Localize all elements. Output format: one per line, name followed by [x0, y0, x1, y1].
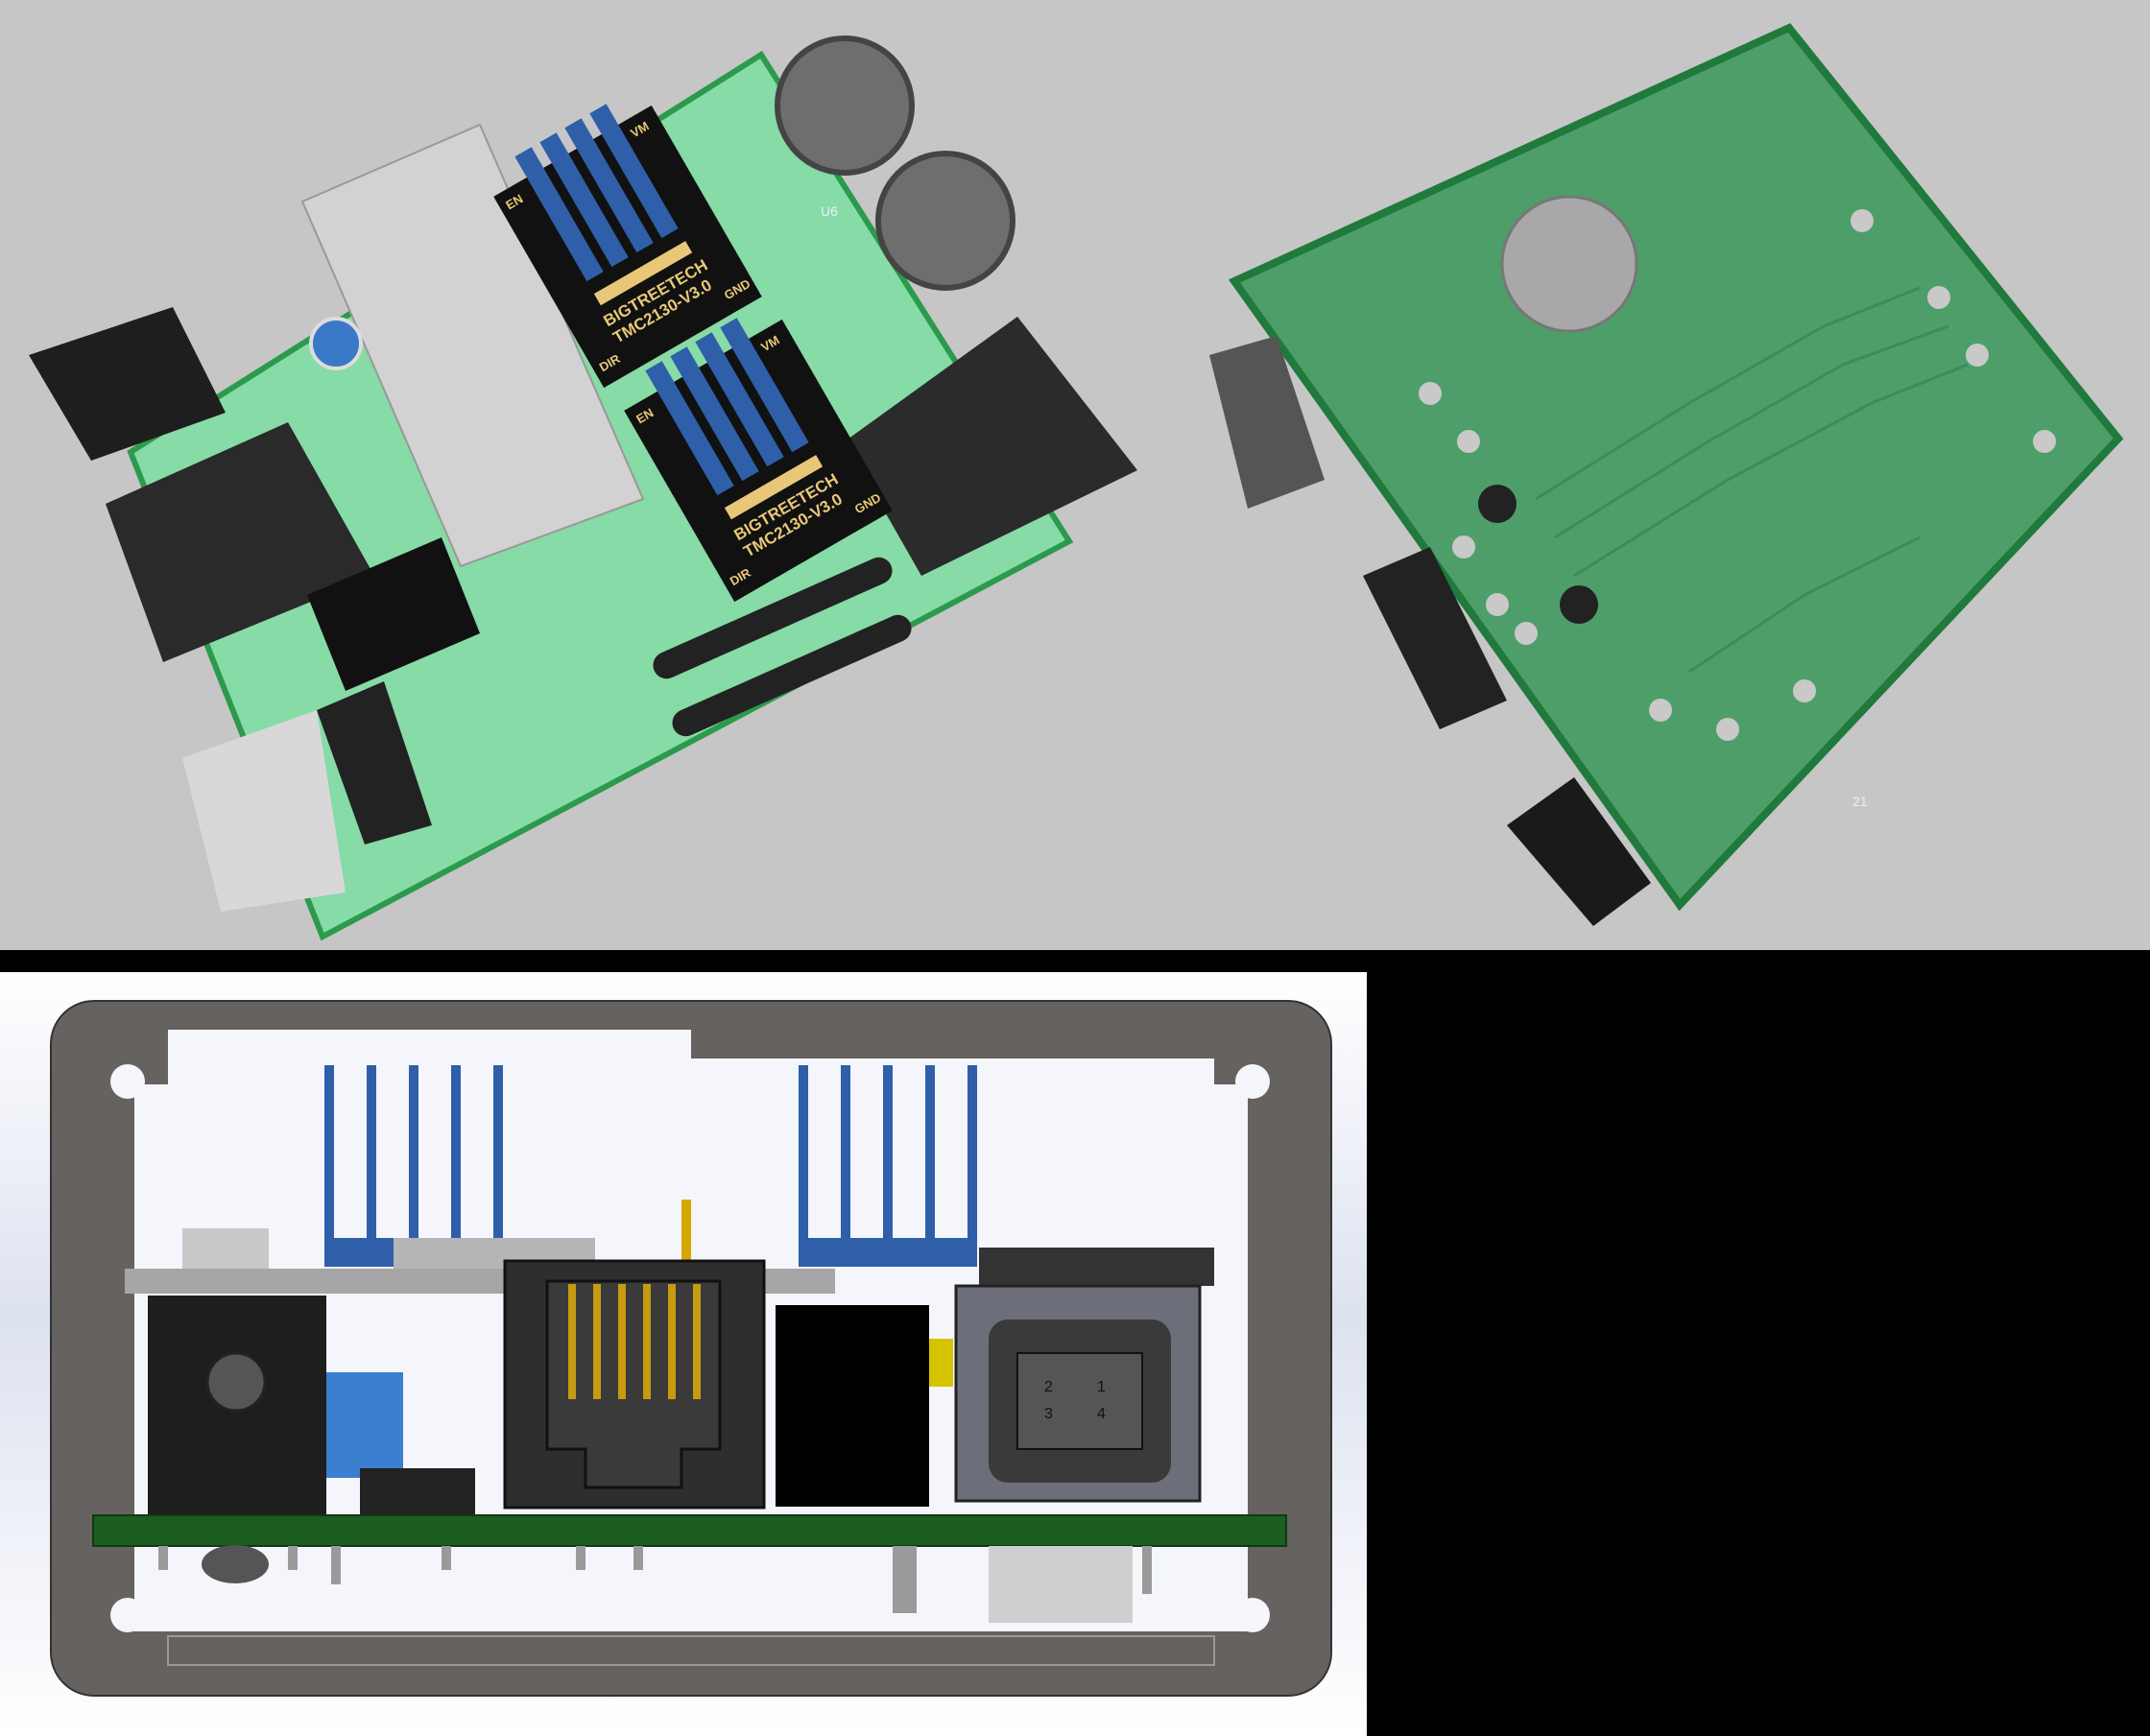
- heatsink: [514, 104, 679, 282]
- usb-pin-3-label: 3: [1044, 1406, 1053, 1422]
- heatsink: [645, 318, 809, 496]
- usb-connector: [317, 681, 432, 844]
- mounting-slot: [672, 614, 912, 737]
- bottom-component: [202, 1545, 269, 1583]
- rj-contacts: [568, 1284, 701, 1399]
- wifi-module: [300, 123, 645, 568]
- dc-jack-edge: [1507, 777, 1651, 926]
- pcb-bottom-view: 21: [1209, 23, 2124, 926]
- stepper-driver-1: BIGTREETECH TMC2130-V3.0 EN DIR GND VM: [493, 104, 762, 389]
- copper-traces: [1535, 286, 1969, 674]
- black-component: [307, 537, 480, 691]
- usb-pin-4-label: 4: [1097, 1406, 1106, 1422]
- enclosure-section-view: 2 1 3 4: [0, 972, 1367, 1736]
- usb-bottom-shell: [989, 1546, 1133, 1623]
- connector-edge: [1363, 547, 1507, 729]
- header-pin: [681, 1200, 691, 1276]
- heatsink-right: [799, 1065, 977, 1267]
- rj-socket: [545, 1279, 722, 1489]
- screw-channel: [1235, 1598, 1270, 1632]
- switch-body: [360, 1468, 475, 1516]
- coin-cell-holder: [1500, 195, 1638, 333]
- usb-top-shell: [979, 1248, 1214, 1286]
- yellow-part: [929, 1339, 953, 1387]
- din-connector: [775, 36, 915, 176]
- rj-connector-edge: [1209, 336, 1325, 509]
- silk-label-u6: U6: [821, 203, 838, 219]
- usb-pin-2-label: 2: [1044, 1379, 1053, 1395]
- capacitor: [309, 317, 363, 370]
- pcb-top-view: U6 BIGTREETECH TMC2130-V3.0 EN DIR GND V…: [29, 36, 1137, 941]
- silk-label-21: 21: [1852, 794, 1868, 809]
- pcb-edge: [92, 1514, 1287, 1547]
- silk-bar: [724, 455, 824, 520]
- dc-jack: [29, 307, 226, 461]
- mounting-hole: [1560, 585, 1598, 624]
- enclosure-bottom-rail: [167, 1635, 1215, 1666]
- silk-bar: [593, 241, 693, 306]
- rj-connector-left: [106, 422, 374, 662]
- dc-jack-pin: [205, 1351, 267, 1413]
- stepper-driver-2: BIGTREETECH TMC2130-V3.0 EN DIR GND VM: [624, 318, 893, 603]
- solder-pads: [1419, 209, 2056, 741]
- screw-channel: [1235, 1064, 1270, 1099]
- pcb-board: [1228, 23, 2124, 912]
- usb-tongue: [1016, 1352, 1143, 1450]
- tactile-switch: [182, 1228, 269, 1269]
- black-module: [776, 1305, 929, 1507]
- usb-pin-1-label: 1: [1097, 1379, 1106, 1395]
- screw-channel: [110, 1064, 145, 1099]
- din-connector: [875, 151, 1015, 291]
- mounting-slot: [653, 557, 893, 679]
- usb-shell: [182, 710, 346, 912]
- screw-channel: [110, 1598, 145, 1632]
- capacitor: [326, 1372, 403, 1478]
- rj-connector-right: [845, 317, 1137, 576]
- through-hole-leads: [158, 1546, 1152, 1613]
- mounting-hole: [1478, 485, 1517, 523]
